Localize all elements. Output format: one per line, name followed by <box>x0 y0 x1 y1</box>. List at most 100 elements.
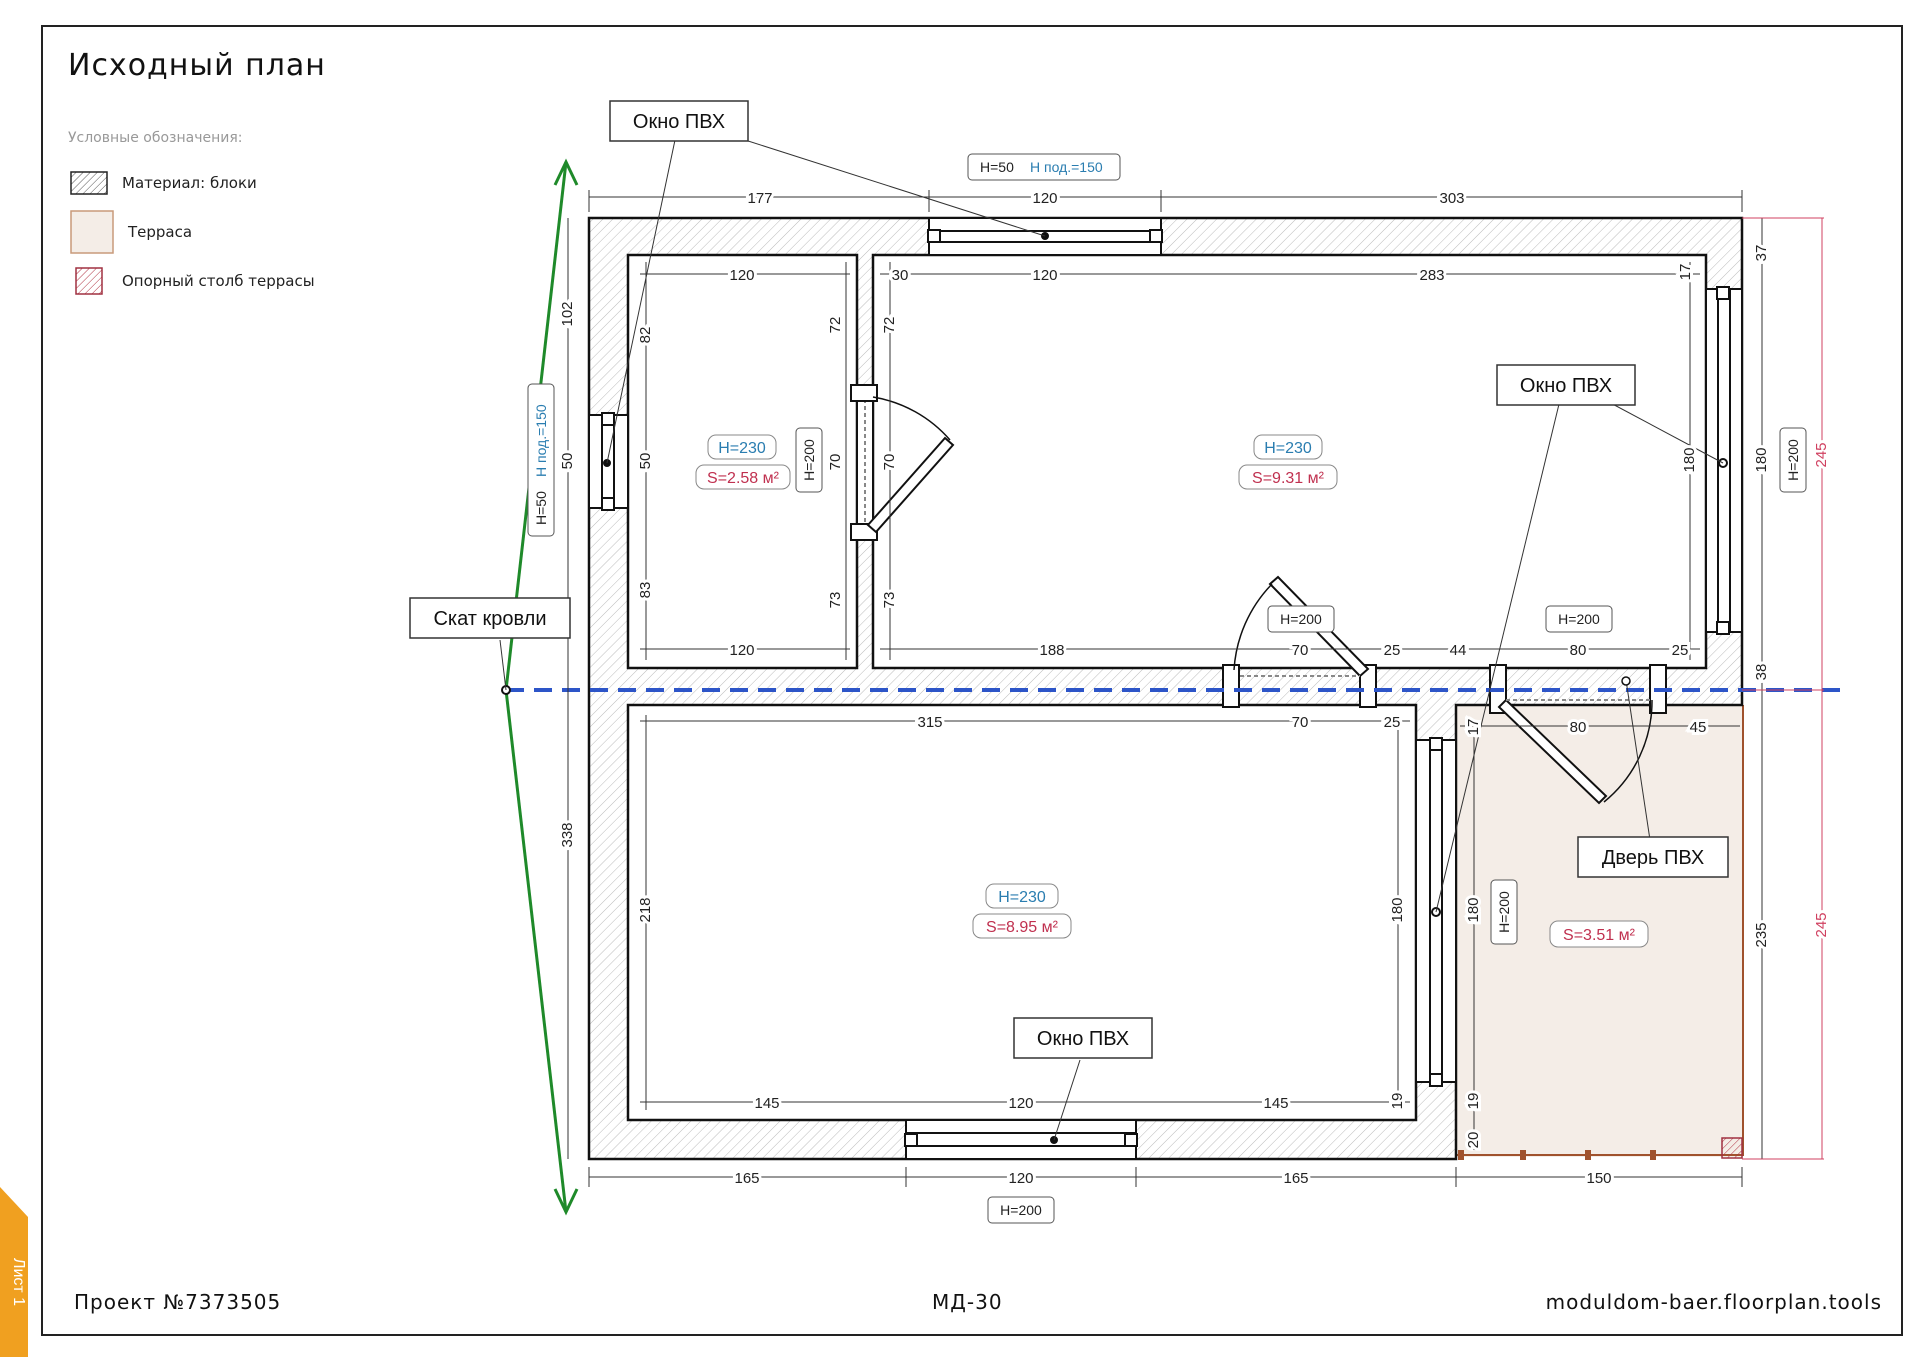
dim-inner-283: 283 <box>1419 267 1444 284</box>
terrace-door-height: H=200 <box>1496 891 1512 933</box>
page-title: Исходный план <box>68 48 326 83</box>
room-main-height: H=230 <box>1264 440 1312 457</box>
dim-p-72b: 72 <box>881 317 898 334</box>
room-small-height: H=230 <box>718 440 766 457</box>
callout-roof-slope-label: Скат кровли <box>433 608 546 630</box>
room-terrace-area: S=3.51 м² <box>1563 927 1636 944</box>
dim-red-245b: 245 <box>1813 912 1830 937</box>
dim-p-73b: 73 <box>881 592 898 609</box>
left-window <box>588 412 629 511</box>
dim-mt-120: 120 <box>729 642 754 659</box>
dim-inner-120b: 120 <box>1032 267 1057 284</box>
legend-heading: Условные обозначения: <box>68 130 243 146</box>
dim-mt-44: 44 <box>1450 642 1467 659</box>
footer-project: Проект №7373505 <box>74 1290 282 1314</box>
right-window-height: H=200 <box>1785 439 1801 481</box>
door-handle-point <box>1621 676 1631 686</box>
legend-item-post: Опорный столб террасы <box>70 266 315 296</box>
dim-mt-25a: 25 <box>1384 642 1401 659</box>
legend-label-post: Опорный столб террасы <box>122 272 315 290</box>
small-room-door-tag: H=200 <box>795 427 823 493</box>
dim-sr-82: 82 <box>637 327 654 344</box>
left-window-tag: H=50 H под.=150 <box>527 383 555 537</box>
dim-left-338: 338 <box>559 822 576 847</box>
top-window-height: H=50 <box>980 159 1014 175</box>
dim-inner-120: 120 <box>729 267 754 284</box>
dim-ll-218: 218 <box>637 897 654 922</box>
post-swatch-icon <box>75 267 103 295</box>
terrace-red-dimension <box>1742 217 1824 1160</box>
top-window-tag: H=50 H под.=150 <box>967 153 1121 181</box>
callout-window-bottom: Окно ПВХ <box>1013 1017 1153 1059</box>
dim-mb-45: 45 <box>1690 719 1707 736</box>
room-lower: H=230 S=8.95 м² <box>972 883 1072 939</box>
dim-red-245a: 245 <box>1813 442 1830 467</box>
footer-site: moduldom-baer.floorplan.tools <box>1545 1290 1882 1314</box>
small-room-door-height: H=200 <box>801 439 817 481</box>
callout-window-top: Окно ПВХ <box>609 100 749 142</box>
dim-right-37: 37 <box>1753 245 1770 262</box>
legend-label-terrace: Терраса <box>128 223 193 241</box>
dim-lr-20: 20 <box>1465 1132 1482 1149</box>
terrace-swatch-icon <box>70 210 114 254</box>
dim-p-70a: 70 <box>827 454 844 471</box>
dim-left-102: 102 <box>559 301 576 326</box>
left-window-height: H=50 <box>533 491 549 525</box>
dim-sr-83: 83 <box>637 582 654 599</box>
dim-mb-80: 80 <box>1570 719 1587 736</box>
room-main: H=230 S=9.31 м² <box>1238 434 1338 490</box>
dim-top-303: 303 <box>1439 190 1464 207</box>
callout-window-bottom-label: Окно ПВХ <box>1037 1028 1129 1050</box>
sheet-tab[interactable]: Лист 1 <box>0 1187 30 1357</box>
door-left-height: H=200 <box>1280 611 1322 627</box>
dim-right-inner-180: 180 <box>1681 447 1698 472</box>
terrace-post <box>1721 1137 1743 1159</box>
room-main-area: S=9.31 м² <box>1252 470 1325 487</box>
top-window <box>927 217 1163 256</box>
callout-window-right-label: Окно ПВХ <box>1520 375 1612 397</box>
dim-lr-180b: 180 <box>1465 897 1482 922</box>
dim-bi-145b: 145 <box>1263 1095 1288 1112</box>
dim-lr-19a: 19 <box>1389 1093 1406 1110</box>
bottom-window-tag: H=200 <box>987 1196 1055 1224</box>
left-window-sill: H под.=150 <box>533 404 549 477</box>
dim-p-72a: 72 <box>827 317 844 334</box>
callout-door: Дверь ПВХ <box>1577 836 1729 878</box>
dim-mb-70: 70 <box>1292 714 1309 731</box>
dim-mt-80: 80 <box>1570 642 1587 659</box>
dim-bo-165b: 165 <box>1283 1170 1308 1187</box>
callout-window-right: Окно ПВХ <box>1496 364 1636 406</box>
room-small: H=230 S=2.58 м² <box>695 434 791 490</box>
dim-bo-120: 120 <box>1008 1170 1033 1187</box>
door-left-tag: H=200 <box>1267 605 1335 633</box>
hatch-swatch-icon <box>70 171 108 195</box>
leaders <box>499 139 1724 1141</box>
door-right-height: H=200 <box>1558 611 1600 627</box>
dim-mb-315: 315 <box>917 714 942 731</box>
legend-item-terrace: Терраса <box>70 210 192 254</box>
dim-top-120: 120 <box>1032 190 1057 207</box>
legend-item-blocks: Материал: блоки <box>70 168 257 198</box>
dim-bo-165a: 165 <box>734 1170 759 1187</box>
dimension-lines <box>567 190 1763 1187</box>
dim-bi-145a: 145 <box>754 1095 779 1112</box>
dim-right-38: 38 <box>1753 664 1770 681</box>
sheet-tab-label: Лист 1 <box>10 1258 27 1306</box>
bottom-window <box>904 1119 1138 1160</box>
dim-sr-50: 50 <box>637 453 654 470</box>
dim-mb-17: 17 <box>1465 719 1482 736</box>
dim-bi-120: 120 <box>1008 1095 1033 1112</box>
door-right-tag: H=200 <box>1545 605 1613 633</box>
dim-right-235: 235 <box>1753 922 1770 947</box>
terrace-door-tag: H=200 <box>1490 879 1518 945</box>
dim-inner-30: 30 <box>892 267 909 284</box>
dim-inner-17: 17 <box>1677 264 1694 281</box>
dim-mb-25: 25 <box>1384 714 1401 731</box>
partition-door <box>850 384 955 541</box>
bottom-window-height: H=200 <box>1000 1202 1042 1218</box>
right-window <box>1705 286 1743 635</box>
dim-top-177: 177 <box>747 190 772 207</box>
railing-posts <box>1458 1150 1656 1160</box>
dim-bo-150: 150 <box>1586 1170 1611 1187</box>
